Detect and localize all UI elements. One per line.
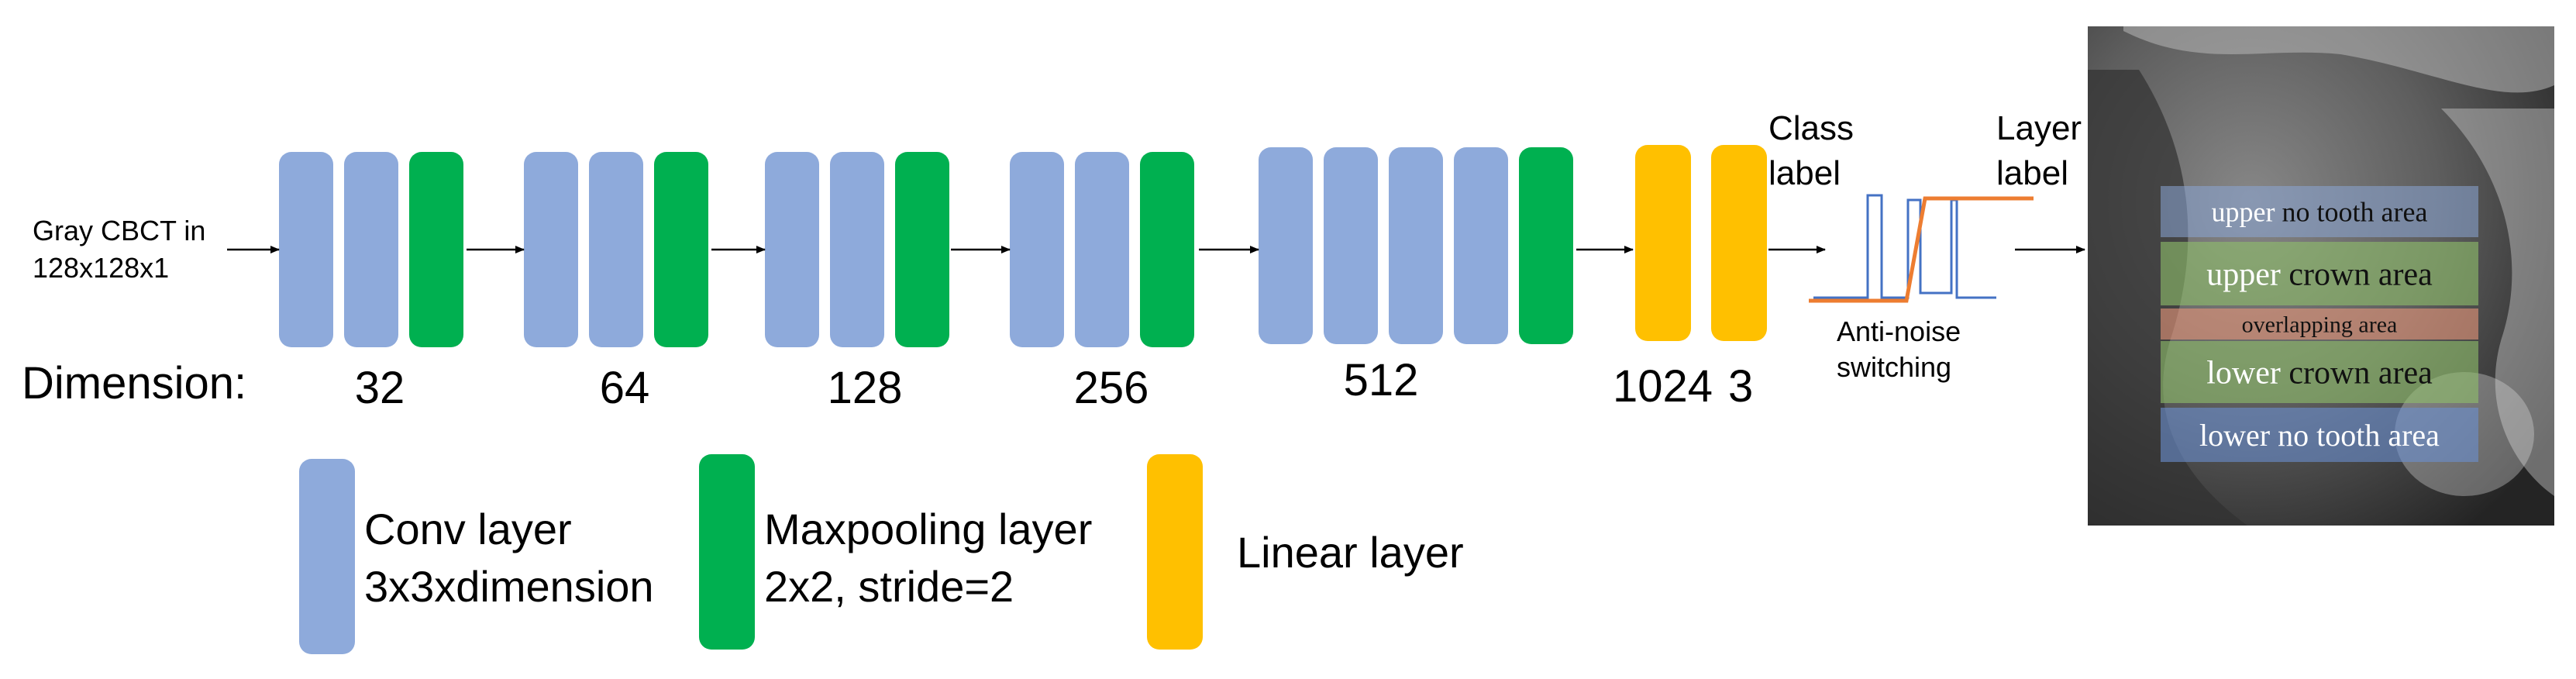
- conv-block: [765, 152, 819, 347]
- legend-maxpool-line1: Maxpooling layer: [764, 505, 1092, 553]
- linear-block-1024: [1635, 145, 1691, 341]
- legend-conv-swatch: [299, 459, 355, 654]
- region-label: lower no tooth area: [2199, 418, 2440, 453]
- legend-maxpool-swatch: [699, 454, 755, 650]
- layer-blocks: [279, 147, 1573, 347]
- switch-signal-line: [1813, 194, 1996, 299]
- legend: Conv layer 3x3xdimension Maxpooling laye…: [299, 454, 1464, 654]
- conv-block: [1389, 147, 1443, 344]
- region-label: overlapping area: [2242, 312, 2398, 338]
- region-band: [2161, 341, 2478, 403]
- conv-block: [589, 152, 643, 347]
- legend-linear-swatch: [1147, 454, 1203, 650]
- conv-block: [1010, 152, 1064, 347]
- legend-conv-line2: 3x3xdimension: [364, 562, 654, 611]
- legend-linear-label: Linear layer: [1237, 528, 1464, 577]
- conv-block: [830, 152, 884, 347]
- conv-block: [1454, 147, 1508, 344]
- dimension-linear-3: 3: [1728, 361, 1753, 412]
- conv-block: [524, 152, 578, 347]
- region-band: [2161, 186, 2478, 237]
- linear-block-3: [1711, 145, 1767, 341]
- layer-label-line2: label: [1996, 154, 2068, 192]
- anti-noise-line1: Anti-noise: [1837, 315, 1961, 347]
- dimension-value: 512: [1344, 355, 1419, 405]
- dimension-value: 128: [828, 363, 903, 413]
- legend-conv-line1: Conv layer: [364, 505, 572, 553]
- maxpool-block: [895, 152, 949, 347]
- dimension-linear-1024: 1024: [1613, 361, 1713, 412]
- conv-block: [279, 152, 333, 347]
- region-label: upper crown area: [2206, 257, 2433, 293]
- dimension-value: 32: [355, 363, 405, 413]
- region-label: lower crown area: [2206, 356, 2433, 391]
- region-band: [2161, 408, 2478, 462]
- conv-block: [1075, 152, 1129, 347]
- dimension-value: 256: [1074, 363, 1149, 413]
- maxpool-block: [409, 152, 463, 347]
- region-label: upper no tooth area: [2212, 197, 2428, 228]
- conv-block: [1259, 147, 1313, 344]
- dimension-label: Dimension:: [22, 358, 246, 408]
- legend-maxpool-line2: 2x2, stride=2: [764, 562, 1014, 611]
- region-band: [2161, 308, 2478, 340]
- layer-label-line1: Layer: [1996, 109, 2082, 147]
- class-label-line2: label: [1768, 154, 1841, 192]
- conv-block: [1324, 147, 1378, 344]
- input-label-line1: Gray CBCT in: [33, 215, 205, 246]
- dimension-labels: 32 64 128 256 512: [355, 355, 1419, 413]
- anti-noise-line2: switching: [1837, 351, 1951, 383]
- layer-region-overlays: upper no tooth area upper crown area overl…: [2161, 186, 2478, 462]
- conv-block: [344, 152, 398, 347]
- anti-noise-switch-graph: [1809, 194, 2034, 303]
- maxpool-block: [1140, 152, 1194, 347]
- switch-step-line: [1809, 196, 2034, 303]
- maxpool-block: [654, 152, 708, 347]
- dimension-value: 64: [600, 363, 650, 413]
- maxpool-block: [1519, 147, 1573, 344]
- input-label-line2: 128x128x1: [33, 252, 169, 284]
- region-band: [2161, 242, 2478, 305]
- class-label-line1: Class: [1768, 109, 1854, 147]
